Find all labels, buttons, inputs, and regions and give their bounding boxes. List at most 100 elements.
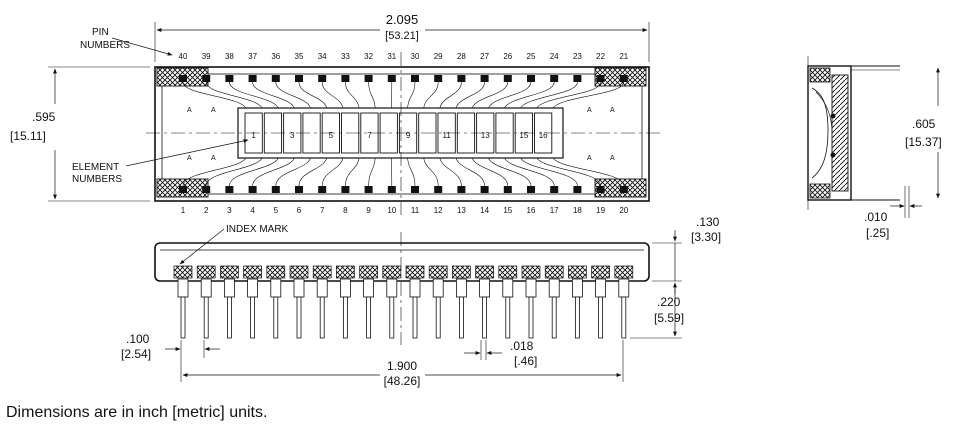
bottom-pin-number: 5	[274, 206, 279, 215]
pin-pad	[248, 186, 257, 193]
bottom-pin-number: 2	[204, 206, 209, 215]
pin-lead	[226, 296, 232, 339]
element-number: 1	[251, 131, 256, 140]
pin-pad	[457, 75, 466, 82]
pin-shoulder	[386, 278, 398, 298]
bottom-pin-number: 8	[343, 206, 348, 215]
lead-trace	[455, 154, 485, 187]
bottom-pin-number: 13	[457, 206, 466, 215]
pin-pitch-dimension: .100 [2.54]	[121, 332, 220, 382]
pin-lead	[180, 296, 186, 339]
top-pin-number: 38	[225, 52, 234, 61]
top-pin-number: 39	[202, 52, 211, 61]
side-view-body	[807, 65, 852, 201]
pin-socket	[196, 265, 216, 279]
pin-shoulder	[247, 278, 259, 298]
pin-lead	[296, 296, 302, 339]
pin-lead	[435, 296, 441, 339]
pin-lead	[505, 296, 511, 339]
pin-pad	[341, 75, 350, 82]
lead-width-inch: .018	[510, 339, 534, 353]
pin-pad	[364, 75, 373, 82]
lead-trace	[535, 154, 601, 187]
bottom-pin-number: 10	[387, 206, 396, 215]
pin-pad	[318, 186, 327, 193]
lead-trace	[503, 81, 555, 112]
pin-lead	[203, 296, 209, 339]
pin-pad	[434, 75, 443, 82]
lead-thickness-metric: [.25]	[866, 226, 889, 240]
pin-pad	[619, 186, 628, 193]
bottom-pin-number: 14	[480, 206, 489, 215]
pin-shoulder	[548, 278, 560, 298]
row-spacing-dimension: .605 [15.37]	[905, 67, 942, 199]
pin-socket	[359, 265, 378, 279]
pin-pad	[271, 186, 280, 193]
top-view-body-inner	[161, 73, 643, 195]
pin-pad	[596, 75, 605, 82]
pin-shoulder	[339, 278, 351, 298]
row-spacing-inch: .605	[912, 117, 936, 131]
top-pin-number: 30	[411, 52, 420, 61]
pin-socket	[544, 265, 564, 279]
bottom-pin-number: 7	[320, 206, 325, 215]
pin-numbers-callout: PIN NUMBERS	[80, 27, 173, 56]
lead-trace	[182, 154, 248, 187]
top-pin-number: 34	[318, 52, 327, 61]
pin-lead	[412, 296, 418, 339]
top-row-pin-pads	[179, 75, 628, 82]
pin-pad	[573, 186, 582, 193]
lead-trace	[205, 154, 264, 187]
front-view-pins	[173, 265, 634, 339]
front-view: INDEX MARK	[154, 224, 650, 345]
segment-mark: A	[211, 155, 216, 162]
pin-lead	[621, 296, 627, 339]
pin-pad	[527, 186, 535, 193]
top-pin-number: 26	[503, 52, 512, 61]
lead-frame-traces	[182, 81, 625, 187]
overall-length-inch: 2.095	[386, 12, 419, 27]
top-pin-number: 25	[527, 52, 536, 61]
lead-trace	[252, 81, 296, 112]
pin-socket	[498, 265, 518, 279]
pin-lead	[482, 296, 488, 339]
pin-pad	[596, 186, 605, 193]
pin-pitch-inch: .100	[126, 332, 150, 346]
lead-length-metric: [5.59]	[654, 311, 684, 325]
element-numbers-label-line2: NUMBERS	[72, 174, 122, 185]
lead-trace	[275, 154, 312, 187]
pin-shoulder	[525, 278, 537, 298]
pin-pad	[550, 186, 559, 193]
bottom-pin-number: 20	[619, 206, 628, 215]
bottom-pin-number: 1	[181, 206, 186, 215]
bottom-pin-number: 4	[250, 206, 255, 215]
lead-trace	[182, 81, 248, 112]
pin-socket	[405, 265, 425, 279]
lead-trace	[439, 154, 462, 187]
pin-socket	[312, 265, 332, 279]
segment-mark: A	[610, 155, 615, 162]
bottom-pin-number: 15	[503, 206, 512, 215]
body-thickness-metric: [3.30]	[691, 230, 721, 244]
pin-pad	[434, 186, 443, 193]
lead-trace	[368, 154, 376, 187]
pin-shoulder	[409, 278, 421, 298]
lead-trace	[439, 81, 462, 112]
element-number: 3	[290, 131, 295, 140]
pin-socket	[614, 265, 634, 279]
lead-trace	[551, 154, 625, 187]
pin-pad	[179, 186, 187, 193]
bottom-pin-number: 6	[297, 206, 302, 215]
pin-socket	[220, 265, 239, 279]
pin-socket	[266, 265, 286, 279]
pin-socket	[521, 265, 541, 279]
pin-socket	[336, 265, 355, 279]
lead-trace	[407, 154, 416, 187]
pin-pad	[248, 75, 257, 82]
lead-trace	[205, 81, 264, 112]
element-number: 11	[442, 131, 451, 140]
lead-length-dimension: .220 [5.59]	[630, 283, 684, 339]
